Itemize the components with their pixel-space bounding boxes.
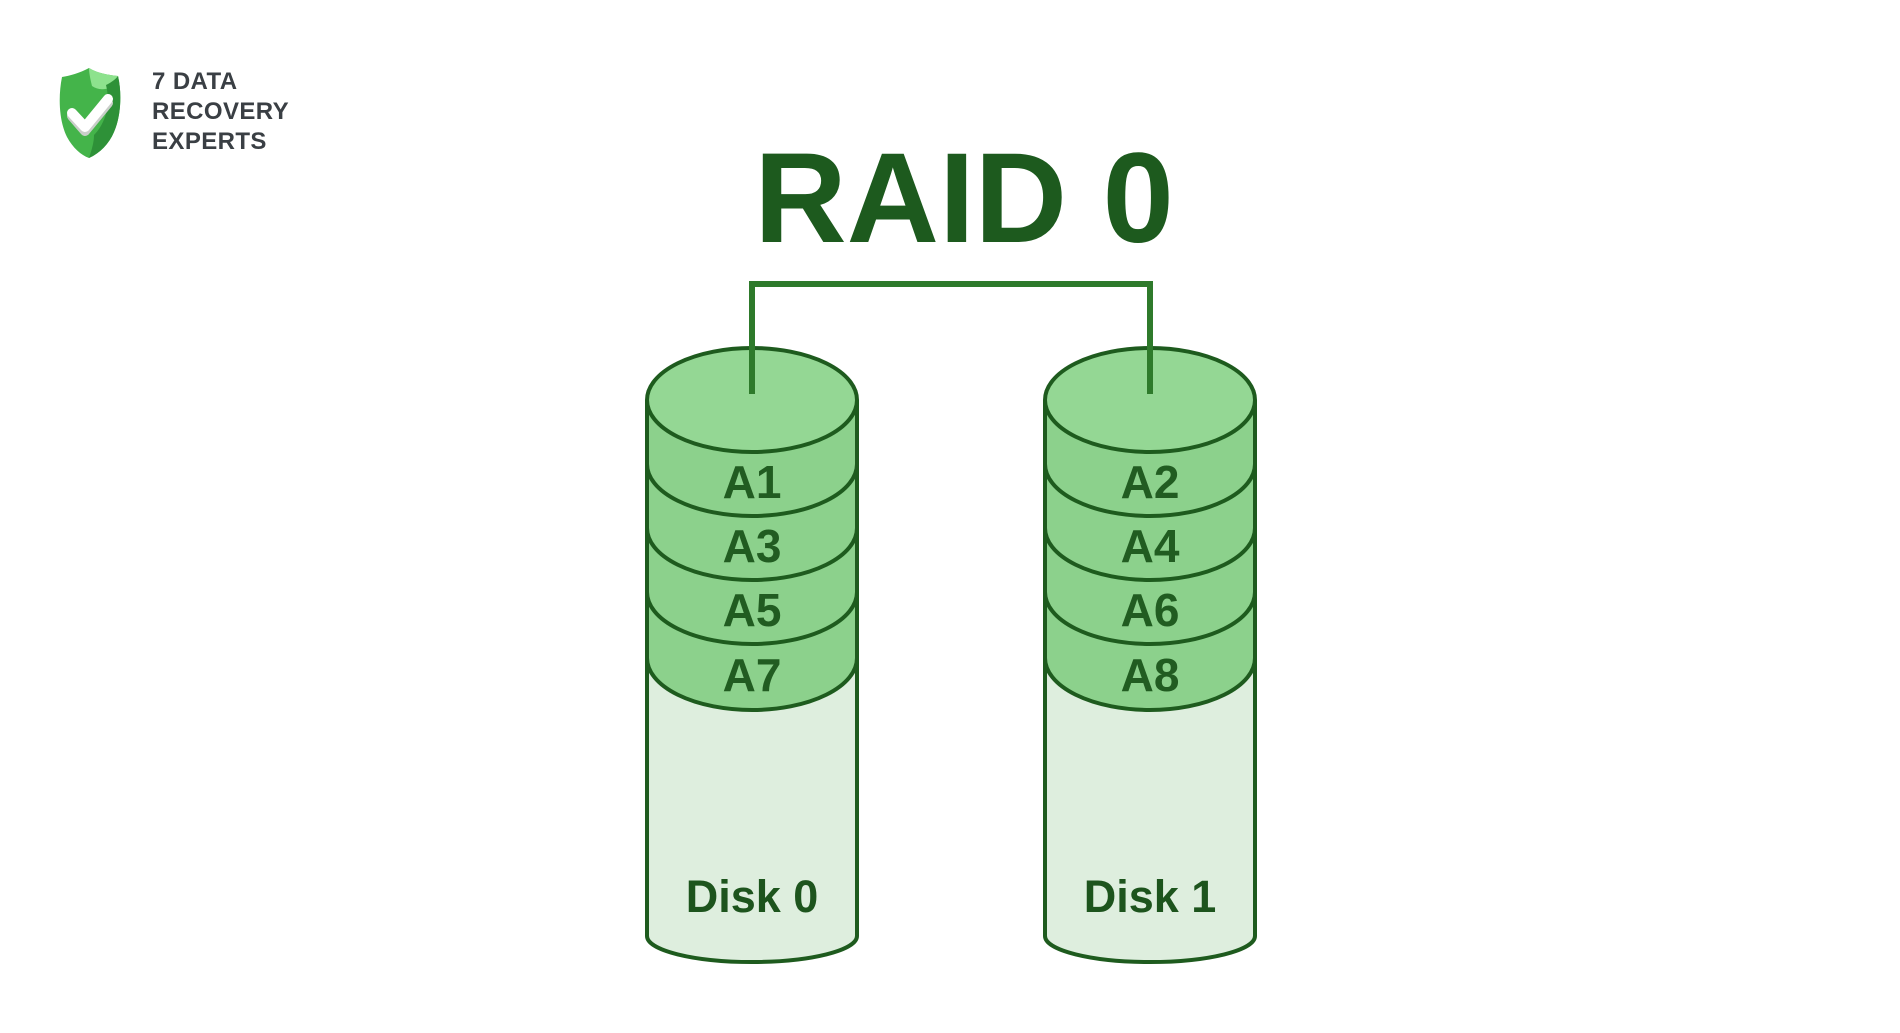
- block-label: A6: [1121, 584, 1180, 636]
- brand-name: 7 DATA RECOVERY EXPERTS: [152, 67, 289, 157]
- brand-name-line: RECOVERY: [152, 98, 290, 125]
- block-label: A7: [723, 649, 782, 701]
- disk-cylinder-0: A1 A3 A5 A7 Disk 0: [645, 346, 859, 964]
- stripe-separator-arc: [1043, 657, 1257, 712]
- block-label: A2: [1121, 456, 1180, 508]
- block-label: A1: [723, 456, 782, 508]
- page-title: RAID 0: [754, 127, 1174, 270]
- block-label: A5: [723, 584, 782, 636]
- brand-name-line: 7 DATA: [152, 68, 238, 95]
- block-label: A3: [723, 520, 782, 572]
- brand-name-line: EXPERTS: [152, 128, 267, 155]
- cylinder-outline: [1043, 400, 1257, 964]
- block-label: A8: [1121, 649, 1180, 701]
- stripe-separator-arc: [645, 463, 859, 518]
- brand-logo: 7 DATA RECOVERY EXPERTS: [56, 65, 289, 160]
- stripe-separator-arc: [1043, 591, 1257, 646]
- stripe-separator-arc: [645, 527, 859, 582]
- shield-shade-facet: [89, 76, 121, 158]
- disk-label: Disk 1: [1084, 871, 1217, 922]
- shield-check-icon: [59, 68, 121, 158]
- stripe-separator-arc: [645, 657, 859, 712]
- stripe-separator-arc: [645, 591, 859, 646]
- checkmark: [67, 94, 113, 132]
- cylinder-outline: [645, 400, 859, 964]
- disk-cylinder-1: A2 A4 A6 A8 Disk 1: [1043, 346, 1257, 964]
- block-label: A4: [1121, 520, 1180, 572]
- stripe-separator-arc: [1043, 463, 1257, 518]
- stripe-separator-arc: [1043, 527, 1257, 582]
- connector-bracket: [749, 281, 1153, 394]
- disk-label: Disk 0: [686, 871, 819, 922]
